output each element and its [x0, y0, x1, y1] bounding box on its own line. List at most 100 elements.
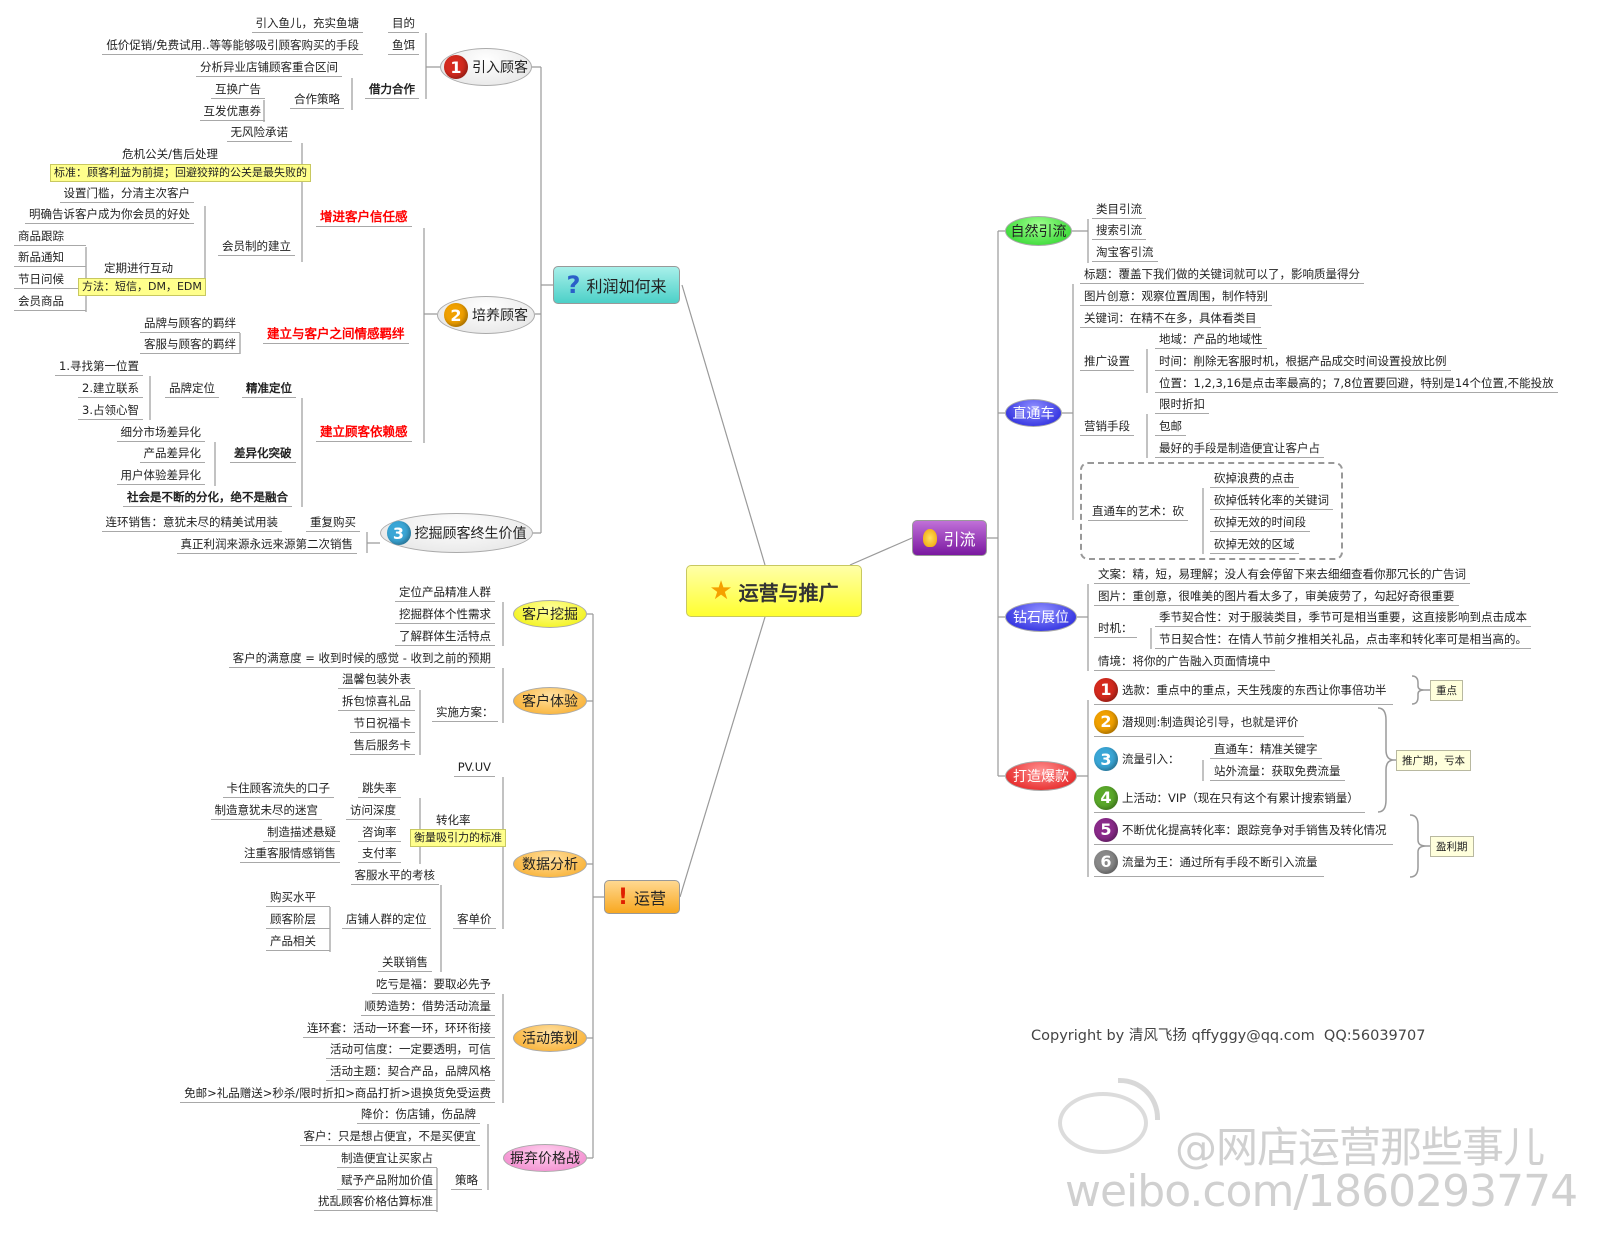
- member-label: 会员制的建立: [218, 237, 295, 256]
- hot-text: 不断优化提高转化率：跟踪竞争对手销售及转化情况: [1122, 822, 1387, 837]
- hot-text: 选款：重点中的重点，天生残废的东西让你事倍功半: [1122, 682, 1387, 697]
- number-3-icon: 3: [1094, 747, 1118, 771]
- topic-ops[interactable]: ! 运营: [604, 880, 680, 914]
- coop-label: 借力合作: [365, 80, 419, 99]
- diff-item: 细分市场差异化: [116, 423, 205, 442]
- timing-item: 节日契合性：在情人节前夕推相关礼品，点击率和转化率可是相当高的。: [1155, 630, 1531, 649]
- timing-item: 季节契合性：对于服装类目，季节可是相当重要，这直接影响到点击成本: [1155, 608, 1531, 627]
- hot-item: 4 上活动：VIP（现在只有这个有累计搜索销量）: [1094, 783, 1365, 813]
- diamond-context: 情境：将你的广告融入页面情境中: [1094, 652, 1275, 671]
- art-item: 砍掉低转化率的关键词: [1210, 491, 1333, 510]
- related-sales: 关联销售: [378, 953, 432, 972]
- number-4-icon: 4: [1094, 785, 1118, 810]
- promo-item: 位置：1,2,3,16是点击率最高的；7,8位置要回避，特别是14个位置,不能投…: [1155, 374, 1558, 393]
- art-boundary: [1080, 462, 1343, 560]
- metric-label: 跳失率: [358, 779, 401, 798]
- exclamation-icon: !: [617, 884, 629, 910]
- ztc-item: 标题：覆盖下我们做的关键词就可以了，影响质量得分: [1080, 265, 1364, 284]
- strategy-item: 制造便宜让买家占: [337, 1149, 437, 1168]
- metric-detail: 制造意犹未尽的迷宫: [210, 801, 322, 820]
- topic-ops-label: 运营: [634, 889, 667, 908]
- subtopic-experience[interactable]: 客户体验: [513, 687, 587, 715]
- art-label: 直通车的艺术：砍: [1088, 502, 1188, 521]
- strategy-item: 扰乱顾客价格估算标准: [314, 1192, 437, 1211]
- watermark-handle: @网店运营那些事儿: [1175, 1123, 1545, 1172]
- event-item: 活动主题：契合产品，品牌风格: [326, 1062, 495, 1081]
- mining-item: 定位产品精准人群: [395, 583, 495, 602]
- central-topic[interactable]: ★ 运营与推广: [686, 565, 862, 617]
- natural-item: 淘宝客引流: [1092, 243, 1158, 262]
- brand-item: 3.占领心智: [78, 401, 143, 420]
- lightbulb-icon: [923, 529, 938, 547]
- promo-item: 地域：产品的地域性: [1155, 330, 1267, 349]
- label: 引入顾客: [472, 60, 528, 76]
- subtopic-mining[interactable]: 客户挖掘: [513, 600, 587, 628]
- depend-label: 建立顾客依赖感: [316, 423, 412, 442]
- metric-label: 咨询率: [358, 823, 401, 842]
- plan-item: 节日祝福卡: [349, 714, 415, 733]
- positioning-label: 店铺人群的定位: [342, 910, 431, 929]
- bond-label: 建立与客户之间情感羁绊: [263, 325, 409, 344]
- subtopic-events[interactable]: 活动策划: [513, 1024, 587, 1052]
- avg-price-label: 客单价: [453, 910, 496, 929]
- marketing-label: 营销手段: [1080, 417, 1134, 436]
- subtopic-pricewar[interactable]: 摒弃价格战: [503, 1144, 587, 1172]
- coop-item: 互发优惠券: [199, 102, 265, 121]
- event-item: 顺势造势：借势活动流量: [360, 997, 495, 1016]
- label: 挖掘顾客终生价值: [414, 526, 527, 542]
- purpose-label: 目的: [388, 14, 419, 33]
- conversion-label: 转化率: [436, 813, 471, 827]
- flow-item: 站外流量：获取免费流量: [1210, 762, 1345, 781]
- diamond-timing: 时机：: [1094, 619, 1137, 638]
- bait-label: 鱼饵: [388, 36, 419, 55]
- event-item: 连环套：活动一环套一环，环环衔接: [303, 1019, 495, 1038]
- hot-text: 上活动：VIP（现在只有这个有累计搜索销量）: [1122, 790, 1359, 805]
- label: 培养顾客: [472, 308, 528, 324]
- diff-item: 用户体验差异化: [116, 466, 205, 485]
- event-item: 吃亏是福：要取必先予: [372, 975, 495, 994]
- marketing-item: 包邮: [1155, 417, 1186, 436]
- satisfaction-formula: 客户的满意度 = 收到时候的感觉 - 收到之前的预期: [228, 649, 495, 668]
- mining-item: 了解群体生活特点: [395, 627, 495, 646]
- brand-pos-label: 品牌定位: [165, 379, 219, 398]
- phase-tag: 推广期，亏本: [1396, 750, 1471, 771]
- service-review: 客服水平的考核: [350, 866, 439, 885]
- weibo-logo-icon: [1058, 1092, 1148, 1154]
- bait-text: 低价促销/免费试用..等等能够吸引顾客购买的手段: [102, 36, 363, 55]
- coop-item: 互换广告: [211, 80, 265, 99]
- topic-traffic-label: 引流: [943, 530, 976, 549]
- subtopic-natural[interactable]: 自然引流: [1005, 216, 1072, 246]
- subtopic-data[interactable]: 数据分析: [513, 850, 587, 878]
- number-1-icon: 1: [444, 55, 468, 79]
- trust-label: 增进客户信任感: [316, 208, 412, 227]
- question-icon: ?: [566, 271, 581, 299]
- interact-item: 节日问候: [14, 270, 86, 289]
- bond-item: 客服与顾客的羁绊: [140, 335, 240, 354]
- brand-item: 1.寻找第一位置: [55, 357, 143, 376]
- precise-label: 精准定位: [242, 379, 296, 398]
- plan-item: 拆包惊喜礼品: [338, 692, 415, 711]
- promo-item: 时间：削除无客服时机，根据产品成交时间设置投放比例: [1155, 352, 1451, 371]
- subtopic-diamond[interactable]: 钻石展位: [1005, 602, 1077, 632]
- promo-label: 推广设置: [1080, 352, 1134, 371]
- plan-item: 温馨包装外表: [338, 670, 415, 689]
- ztc-item: 图片创意：观察位置周围，制作特别: [1080, 287, 1272, 306]
- coop-analysis: 分析异业店铺顾客重合区间: [196, 58, 342, 77]
- number-3-icon: 3: [386, 521, 411, 545]
- strategy-label: 策略: [451, 1171, 482, 1190]
- number-2-icon: 2: [1094, 709, 1118, 734]
- topic-traffic[interactable]: 引流: [912, 520, 987, 556]
- subtopic-hot[interactable]: 打造爆款: [1005, 761, 1077, 791]
- subtopic-ztc[interactable]: 直通车: [1005, 399, 1062, 427]
- metric-label: 访问深度: [346, 801, 400, 820]
- number-5-icon: 5: [1094, 817, 1118, 842]
- topic-profit[interactable]: ? 利润如何来: [553, 266, 680, 304]
- brand-item: 2.建立联系: [78, 379, 143, 398]
- mining-item: 挖掘群体个性需求: [395, 605, 495, 624]
